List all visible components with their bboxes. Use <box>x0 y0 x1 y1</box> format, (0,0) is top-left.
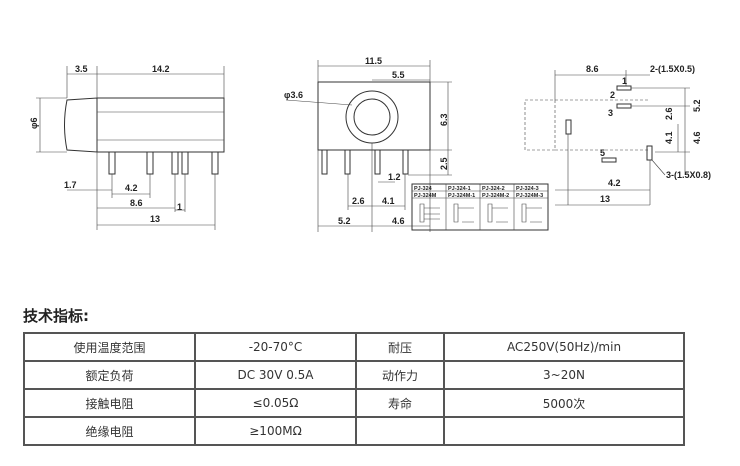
dim-label: 2.6 <box>664 107 674 120</box>
spec-value: 5000次 <box>443 388 685 418</box>
dim-label: 2-(1.5X0.5) <box>650 64 695 74</box>
dim-label: φ3.6 <box>284 90 303 100</box>
dim-label: 4.6 <box>692 131 702 144</box>
model-name: PJ-324M <box>414 193 437 199</box>
dim-label: 1.2 <box>388 172 401 182</box>
dim-label: 4.6 <box>392 216 405 226</box>
dim-label: 8.6 <box>586 64 599 74</box>
spec-label: 额定负荷 <box>23 360 196 390</box>
spec-label: 使用温度范围 <box>23 332 196 362</box>
spec-label: 耐压 <box>355 332 445 362</box>
dim-label: 11.5 <box>365 56 382 66</box>
dim-label: 4.2 <box>125 183 138 193</box>
spec-value: 3~20N <box>443 360 685 390</box>
model-name: PJ-324-3 <box>516 186 539 192</box>
dim-label: 1.7 <box>64 180 77 190</box>
section-title: 技术指标: <box>23 307 89 325</box>
model-name: PJ-324M-3 <box>516 193 543 199</box>
spec-value: DC 30V 0.5A <box>194 360 357 390</box>
dim-label: 5.5 <box>392 70 405 80</box>
dim-label: φ6 <box>29 118 39 129</box>
dim-label: 4.1 <box>382 196 395 206</box>
model-name: PJ-324M-1 <box>448 193 475 199</box>
dim-label: 4.1 <box>664 131 674 144</box>
dim-label: 14.2 <box>152 64 170 74</box>
spec-value: -20-70°C <box>194 332 357 362</box>
side-view: 3.5 14.2 φ6 1.7 4.2 8.6 1 13 <box>29 64 225 230</box>
dim-label: 13 <box>600 194 610 204</box>
technical-drawing: 3.5 14.2 φ6 1.7 4.2 8.6 1 13 11.5 5.5 φ3… <box>29 56 711 232</box>
dim-label: 5.2 <box>338 216 351 226</box>
spec-label: 接触电阻 <box>23 388 196 418</box>
table-row: 绝缘电阻≥100MΩ <box>23 416 685 446</box>
spec-value <box>443 416 685 446</box>
spec-label <box>355 416 445 446</box>
dim-label: 5 <box>600 148 605 158</box>
model-table: PJ-324 PJ-324-1 PJ-324-2 PJ-324-3 PJ-324… <box>411 183 549 231</box>
spec-value: ≥100MΩ <box>194 416 357 446</box>
dim-label: 3-(1.5X0.8) <box>666 170 711 180</box>
spec-value: AC250V(50Hz)/min <box>443 332 685 362</box>
spec-value: ≤0.05Ω <box>194 388 357 418</box>
model-name: PJ-324 <box>414 186 433 192</box>
dim-label: 6.3 <box>439 113 449 126</box>
front-view: 11.5 5.5 φ3.6 6.3 2.5 1.2 2.6 4.1 5.2 4.… <box>284 56 452 232</box>
dim-label: 3.5 <box>75 64 88 74</box>
pin-label: 2 <box>610 90 615 100</box>
model-name: PJ-324-2 <box>482 186 505 192</box>
spec-label: 寿命 <box>355 388 445 418</box>
dim-label: 13 <box>150 214 160 224</box>
dim-label: 1 <box>177 202 182 212</box>
dim-label: 5.2 <box>692 99 702 112</box>
spec-label: 绝缘电阻 <box>23 416 196 446</box>
model-name: PJ-324M-2 <box>482 193 509 199</box>
pcb-layout-view: 8.6 2-(1.5X0.5) 1 2 3 5.2 2.6 4.1 4.6 5 … <box>524 64 711 206</box>
model-name: PJ-324-1 <box>448 186 471 192</box>
pin-label: 1 <box>622 76 627 86</box>
spec-label: 动作力 <box>355 360 445 390</box>
dim-label: 2.5 <box>439 157 449 170</box>
dim-label: 8.6 <box>130 198 143 208</box>
dim-label: 4.2 <box>608 178 621 188</box>
dim-label: 2.6 <box>352 196 365 206</box>
pin-label: 3 <box>608 108 613 118</box>
